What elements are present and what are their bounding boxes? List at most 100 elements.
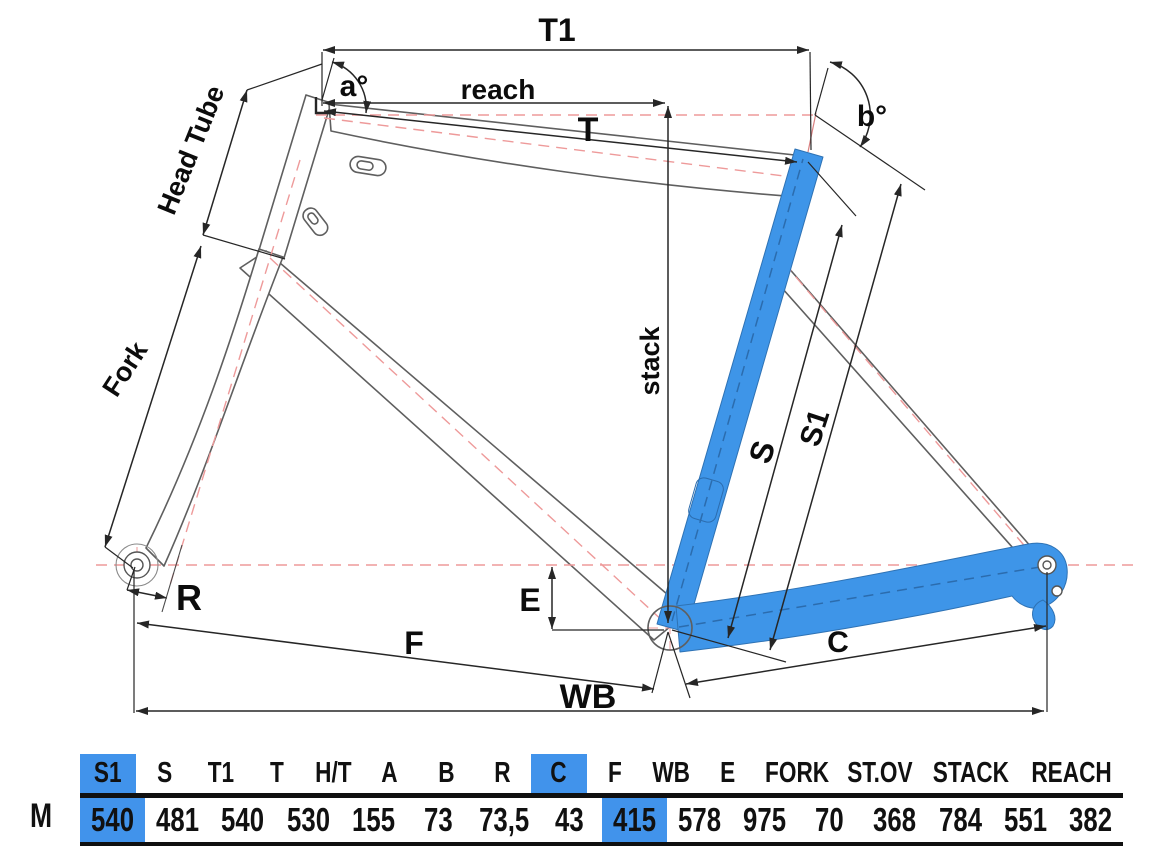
- col-header-st-ov: ST.OV: [838, 754, 922, 793]
- col-header-label: E: [720, 757, 736, 789]
- fork-blade: [145, 248, 284, 567]
- seat-axis-extension: [807, 112, 817, 153]
- col-header-label: STACK: [932, 757, 1010, 789]
- col-value-text: 73,5: [478, 801, 529, 838]
- col-value-text: 481: [156, 801, 200, 838]
- dimension-lines: [104, 46, 1048, 715]
- col-header-label: ST.OV: [847, 757, 913, 789]
- seat-tube-centerline: [671, 158, 804, 622]
- col-value-t: 530: [276, 798, 341, 842]
- col-value-text: 155: [351, 801, 395, 838]
- col-value-r: 43: [536, 798, 601, 842]
- front-axle-inner: [130, 558, 144, 572]
- label-t1: T1: [538, 12, 575, 48]
- rear-axle-inner: [1042, 560, 1052, 570]
- col-header-b: B: [418, 754, 474, 793]
- f-dim-line: [136, 620, 655, 692]
- label-head-tube: Head Tube: [152, 81, 231, 218]
- col-header-h-t: H/T: [305, 754, 361, 793]
- col-value-e: 70: [797, 798, 862, 842]
- b-angle-leg1: [814, 67, 829, 116]
- label-angle-a: a°: [340, 70, 369, 103]
- col-header-c: C: [530, 754, 588, 793]
- col-value-s1: 540: [80, 798, 146, 842]
- cable-port-icon: [349, 155, 387, 177]
- col-value-stack: 551: [993, 798, 1058, 842]
- col-value-text: 578: [677, 801, 721, 838]
- col-header-wb: WB: [643, 754, 699, 793]
- label-s1: S1: [794, 405, 837, 450]
- head-tube: [258, 94, 332, 259]
- col-value-text: 73: [424, 801, 453, 838]
- frame-outline: [145, 94, 1033, 641]
- col-header-fork: FORK: [756, 754, 838, 793]
- label-wb: WB: [560, 678, 617, 716]
- s1-dim-line: [769, 183, 902, 651]
- col-header-label: WB: [652, 757, 691, 789]
- seat-tube-highlight: [656, 148, 824, 633]
- col-header-s1: S1: [80, 754, 137, 793]
- t-dim-line: [323, 108, 798, 165]
- label-fork: Fork: [96, 335, 154, 401]
- hanger-bolt: [1051, 585, 1063, 597]
- col-value-text: 415: [612, 801, 656, 838]
- down-tube: [239, 250, 689, 641]
- col-value-f: 578: [667, 798, 732, 842]
- col-header-label: B: [438, 757, 455, 789]
- col-value-text: 368: [873, 801, 917, 838]
- chainstay-highlight: [675, 542, 1068, 653]
- col-value-text: 382: [1068, 801, 1112, 838]
- table-bottom-border: [80, 842, 1123, 846]
- col-value-text: 530: [286, 801, 330, 838]
- col-value-text: 540: [221, 801, 265, 838]
- col-header-label: A: [381, 757, 399, 789]
- label-s: S: [742, 436, 783, 467]
- label-stack: stack: [635, 325, 665, 395]
- label-c: C: [827, 626, 849, 659]
- headtube-dim-line: [202, 89, 248, 236]
- col-value-c: 415: [601, 798, 667, 842]
- col-header-label: REACH: [1031, 757, 1112, 789]
- table-separator: [80, 793, 1123, 798]
- col-header-label: H/T: [315, 757, 352, 789]
- col-header-label: R: [494, 757, 511, 789]
- a-angle-leg: [321, 57, 335, 101]
- size-label: M: [29, 797, 53, 835]
- derailleur-hanger: [1032, 599, 1056, 630]
- col-value-reach: 382: [1058, 798, 1123, 842]
- col-value-wb: 975: [732, 798, 797, 842]
- headtube-ext-top: [246, 63, 323, 91]
- r-axis-extension: [161, 544, 183, 613]
- label-t: T: [578, 111, 599, 149]
- col-value-a: 73: [406, 798, 471, 842]
- col-value-t1: 540: [210, 798, 275, 842]
- highlighted-tubes: [656, 148, 1068, 653]
- col-header-f: F: [587, 754, 643, 793]
- col-header-label: S1: [94, 757, 123, 789]
- fork-ext-bottom: [104, 546, 134, 569]
- label-f: F: [404, 625, 424, 661]
- col-value-st-ov: 784: [927, 798, 992, 842]
- col-header-label: T: [270, 757, 285, 789]
- fork-dim-line: [104, 245, 202, 548]
- col-value-text: 551: [1003, 801, 1047, 838]
- cable-port-icon: [302, 207, 329, 237]
- col-header-label: S: [156, 757, 173, 789]
- bb-fan-right: [667, 631, 691, 699]
- col-header-e: E: [700, 754, 756, 793]
- col-header-s: S: [136, 754, 192, 793]
- col-header-r: R: [474, 754, 530, 793]
- col-value-fork: 368: [862, 798, 927, 842]
- label-reach: reach: [461, 74, 536, 105]
- label-r: R: [176, 577, 202, 618]
- col-header-stack: STACK: [922, 754, 1020, 793]
- frame-geometry-diagram: T1 reach T a° b° Head Tube Fork stack S …: [96, 12, 1140, 716]
- col-value-s: 481: [145, 798, 210, 842]
- col-header-t: T: [249, 754, 305, 793]
- col-value-b: 73,5: [471, 798, 536, 842]
- t1-ext-right: [809, 51, 812, 151]
- frame-diagram-svg: T1 reach T a° b° Head Tube Fork stack S …: [96, 12, 1140, 716]
